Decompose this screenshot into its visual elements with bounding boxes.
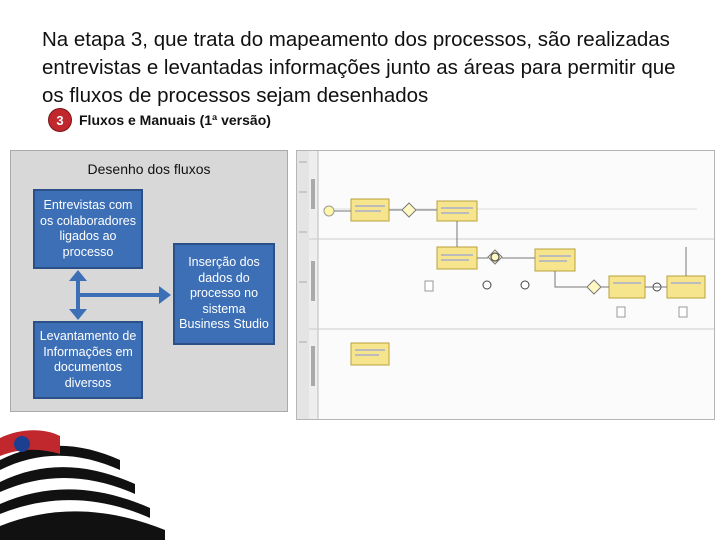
double-arrow-icon: [69, 270, 87, 320]
insertion-box-label: Inserção dos dados do processo no sistem…: [179, 255, 269, 332]
panel-title: Desenho dos fluxos: [87, 161, 211, 177]
survey-box: Levantamento de Informações em documento…: [33, 321, 143, 399]
flag-stripes-art: [0, 430, 165, 540]
survey-box-label: Levantamento de Informações em documento…: [39, 329, 137, 390]
step-badge-icon: 3: [49, 109, 71, 131]
step-indicator: 3 Fluxos e Manuais (1ª versão): [49, 109, 271, 131]
step-label: Fluxos e Manuais (1ª versão): [79, 112, 271, 128]
interviews-box-label: Entrevistas com os colaboradores ligados…: [40, 198, 136, 259]
flow-design-panel: Desenho dos fluxos Entrevistas com os co…: [10, 150, 288, 412]
right-arrow-icon: [78, 286, 171, 304]
insertion-box: Inserção dos dados do processo no sistem…: [173, 243, 275, 345]
slide-headline: Na etapa 3, que trata do mapeamento dos …: [42, 28, 676, 107]
interviews-box: Entrevistas com os colaboradores ligados…: [33, 189, 143, 269]
bpmn-diagram-image: [297, 151, 714, 419]
business-studio-screenshot: [296, 150, 715, 420]
